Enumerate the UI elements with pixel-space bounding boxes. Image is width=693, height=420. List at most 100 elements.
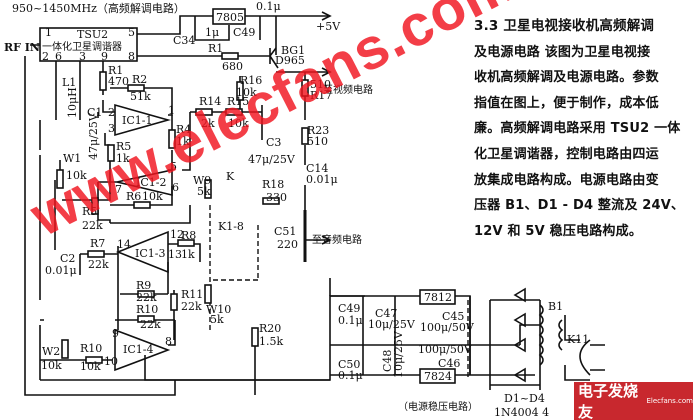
label: BG1 <box>281 44 305 57</box>
label: R5 <box>82 205 97 218</box>
label: R1 <box>108 64 123 77</box>
label: 5 <box>170 160 177 173</box>
article-line: 压器 B1、D1 - D4 整流及 24V、 <box>474 198 685 214</box>
label: C2 <box>60 252 75 265</box>
label: 7 <box>115 183 122 196</box>
label: C51 <box>274 225 296 238</box>
label: C1 <box>87 106 102 119</box>
label: 1N4004 4 <box>494 406 549 419</box>
pin-label: 8 <box>128 50 135 63</box>
label: （电源稳压电路） <box>398 400 478 413</box>
label: B1 <box>548 300 563 313</box>
label: C45 <box>442 310 464 323</box>
label: 510 <box>307 135 328 148</box>
rf-in-label: RF IN <box>4 41 40 54</box>
title-label: 950~1450MHz（高频解调电路） <box>12 1 185 15</box>
logo-text: 电子发烧友 <box>578 382 639 420</box>
component-labels: 0.1μ +5V C34 1μ C49 R1 680 BG1 D965 R1 4… <box>41 0 589 419</box>
label: 10k <box>41 359 62 372</box>
opamp-ic1-1 <box>114 103 171 137</box>
pin-label: 5 <box>128 26 135 39</box>
label: 9 <box>112 327 119 340</box>
tuner-desc: 一体化卫星调谐器 <box>42 40 122 53</box>
label: C14 <box>306 162 328 175</box>
label: +5V <box>316 20 341 33</box>
regulator-7824 <box>419 368 456 384</box>
label: 22k <box>140 318 161 331</box>
pin-label: 6 <box>55 50 62 63</box>
label: 22k <box>88 258 109 271</box>
label: 8 <box>165 335 172 348</box>
label: W10 <box>206 303 231 316</box>
label: 22k <box>181 300 202 313</box>
label: 1 <box>168 104 175 117</box>
label: 2 <box>108 106 115 119</box>
label: 330 <box>266 191 287 204</box>
article-line: 收机高频解调及电源电路。参数 <box>474 70 659 86</box>
label: 51k <box>130 90 151 103</box>
label: 100μ/50V <box>418 343 473 356</box>
label: R9 <box>136 279 151 292</box>
label: C34 <box>173 34 195 47</box>
label: W1 <box>63 152 81 165</box>
label: 100μ/50V <box>420 321 475 334</box>
label: 1k <box>116 152 130 165</box>
label: K1-8 <box>218 220 244 233</box>
article-line: 廉。高频解调电路采用 TSU2 一体 <box>474 121 681 137</box>
label: C48 <box>381 350 394 372</box>
label: R10 <box>136 303 158 316</box>
label: R15 <box>227 95 249 108</box>
label: 12 <box>170 228 184 241</box>
label: R16 <box>240 74 262 87</box>
pin-label: 9 <box>101 50 108 63</box>
label: 10k <box>236 86 257 99</box>
label: R17 <box>310 89 332 102</box>
label: 2k <box>201 117 215 130</box>
article-heading: 3.3 卫星电视接收机高频解调 <box>474 18 655 34</box>
regulator-7824-label: 7824 <box>424 370 452 383</box>
regulator-7812 <box>419 289 456 305</box>
regulator-7812-label: 7812 <box>424 291 452 304</box>
label: IC1-4 <box>123 343 153 356</box>
diode-bridge <box>513 287 564 383</box>
label: 220 <box>277 238 298 251</box>
label: D965 <box>275 54 305 67</box>
label: 0.1μ <box>256 0 281 13</box>
label: 至视频电路 <box>323 83 373 96</box>
label: C3 <box>266 136 281 149</box>
label: C49 <box>338 302 360 315</box>
label: 10μ/25V <box>368 318 416 331</box>
label: 1.5k <box>259 335 283 348</box>
label: D1~D4 <box>504 392 545 405</box>
label: 470 <box>108 75 129 88</box>
opamp-ic1-3 <box>115 230 169 274</box>
label: 0.1μ <box>338 314 363 327</box>
article-line: 指值在图上，便于制作，成本低 <box>474 95 659 111</box>
label: 10 <box>104 355 118 368</box>
label: 1k <box>176 135 190 148</box>
label: R7 <box>90 237 105 250</box>
resistors <box>56 52 309 364</box>
label: 至音频电路 <box>312 233 362 246</box>
label: 47μ/25V <box>248 153 296 166</box>
label: 510 <box>310 78 331 91</box>
label: R18 <box>262 178 284 191</box>
article-line: 化卫星调谐器，控制电路由四运 <box>474 146 659 162</box>
label: 22k <box>82 219 103 232</box>
label: R20 <box>259 322 281 335</box>
label: C46 <box>438 357 460 370</box>
label: IC1-1 <box>122 114 152 127</box>
label: K11 <box>567 333 589 346</box>
label: 0.01μ <box>306 173 338 186</box>
label: 10k <box>80 360 101 373</box>
label: 10k <box>142 190 163 203</box>
regulator-7805 <box>212 8 246 25</box>
article-line: 放集成电路构成。电源电路由变 <box>474 172 659 188</box>
label: 10μ/25V <box>392 330 405 378</box>
label: 10k <box>228 117 249 130</box>
label: 5k <box>210 313 224 326</box>
pin-label: 1 <box>45 26 52 39</box>
label: 5k <box>197 185 211 198</box>
regulator-7805-label: 7805 <box>216 11 244 24</box>
label: IC1-3 <box>135 247 165 260</box>
